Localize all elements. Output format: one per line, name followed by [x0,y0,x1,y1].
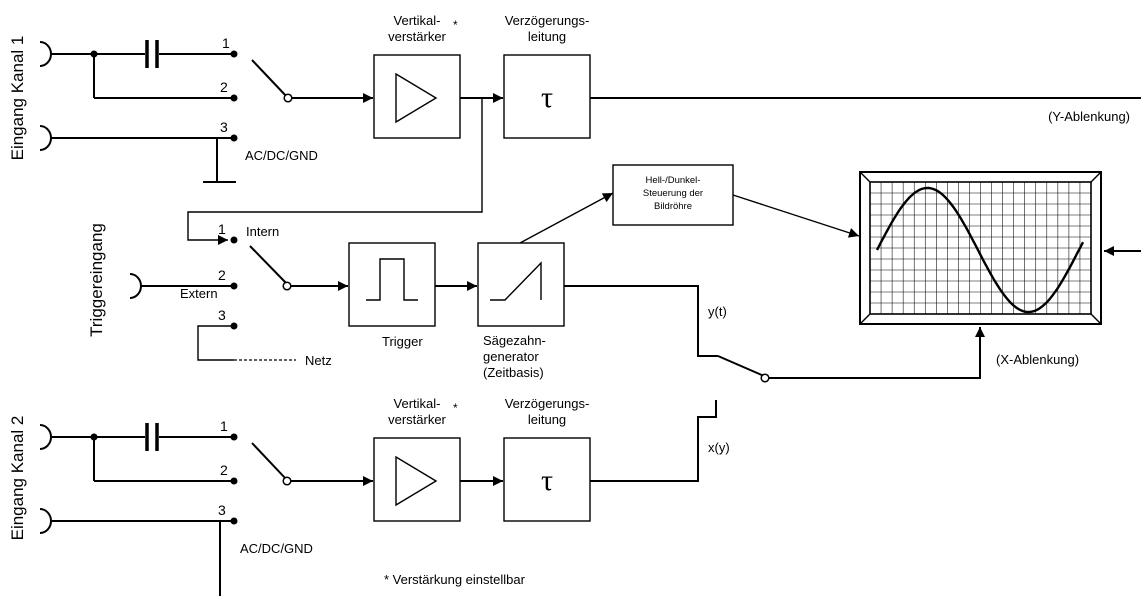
ch2-switch-lever[interactable] [251,442,287,480]
pulse-icon [366,258,418,301]
trig-pos-1: 1 [218,221,226,237]
channel1-input-label: Eingang Kanal 1 [8,36,27,161]
channel2-input-jack-icon [39,424,52,450]
internal-trigger-wire [187,98,483,245]
brightness-to-screen-wire [732,194,860,238]
trigger-label: Trigger [382,334,423,349]
channel2-section: Eingang Kanal 2 1 2 3 AC/DC/GND Vertikal… [8,396,717,596]
ch2-capacitor-icon [145,423,159,451]
ch1-delay-block [503,54,591,139]
ch1-delay-label-2: leitung [528,29,566,44]
trig-switch-lever[interactable] [249,245,288,285]
ch2-contact-1[interactable] [230,433,238,441]
ch2-amp-label-2: verstärker [388,412,446,427]
ch2-switch-pivot [282,476,292,486]
trigger-input-label: Triggereingang [87,223,106,337]
footnote: * Verstärkung einstellbar [384,572,526,587]
trig-pos-2: 2 [218,267,226,283]
channel1-input-jack-icon [39,41,52,67]
mode-switch-lever[interactable] [717,355,765,377]
ch1-pos-3: 3 [220,119,228,135]
ch1-coupling-label: AC/DC/GND [245,148,318,163]
ch2-amplifier-block [373,437,461,522]
y-deflection-label: (Y-Ablenkung) [1048,109,1130,124]
ch2-amp-label-1: Vertikal- [394,396,441,411]
netz-loop-wire [197,325,234,361]
ch1-switch-pivot [283,93,293,103]
ch1-amp-asterisk: * [453,18,458,32]
ch2-delay-block [503,437,591,522]
ch1-contact-2[interactable] [230,94,238,102]
ch1-amp-label-1: Vertikal- [394,13,441,28]
ch1-delay-label-1: Verzögerungs- [505,13,590,28]
ch1-delay-symbol: τ [541,81,553,114]
trig-switch-pivot [282,281,292,291]
xy-label: x(y) [708,440,730,455]
ch2-pos-1: 1 [220,418,228,434]
extern-label: Extern [180,286,218,301]
x-deflection-wire [769,327,985,379]
trigger-input-jack-icon [129,273,142,299]
sawtooth-icon [490,261,542,301]
ch2-to-mode-switch-wire [590,400,717,482]
ch2-pos-3: 3 [218,502,226,518]
ch2-delay-label-2: leitung [528,412,566,427]
channel2-gnd-jack-icon [39,508,52,534]
timebase-wire [564,285,718,357]
channel1-gnd-jack-icon [39,125,52,151]
sawtooth-label-3: (Zeitbasis) [483,365,544,380]
ch1-amp-label-2: verstärker [388,29,446,44]
intern-label: Intern [246,224,279,239]
ch2-coupling-label: AC/DC/GND [240,541,313,556]
ch2-amp-asterisk: * [453,401,458,415]
ch2-delay-symbol: τ [541,464,553,497]
crt-screen [859,171,1141,325]
trig-pos-3: 3 [218,307,226,323]
sawtooth-label-1: Sägezahn- [483,333,546,348]
ch1-capacitor-icon [145,40,159,68]
ch1-pos-2: 2 [220,79,228,95]
ch2-amplifier-icon [395,455,438,507]
brightness-label-2: Steuerung der [643,188,703,199]
ch2-pos-2: 2 [220,462,228,478]
yt-label: y(t) [708,304,727,319]
trigger-block [348,242,436,327]
netz-label: Netz [305,353,332,368]
ch1-pos-1: 1 [222,35,230,51]
sawtooth-to-brightness-wire [519,192,614,244]
x-deflection-label: (X-Ablenkung) [996,352,1079,367]
trigger-section: Triggereingang 1 2 3 Intern Extern Netz … [87,192,718,380]
sine-trace [875,186,1085,314]
ch1-amplifier-icon [395,72,438,124]
trig-contact-1[interactable] [230,236,238,244]
ch2-contact-2[interactable] [230,477,238,485]
mode-switch-pivot [760,373,770,383]
ch2-contact-3[interactable] [230,517,238,525]
ch2-delay-label-1: Verzögerungs- [505,396,590,411]
brightness-label-3: Bildröhre [654,201,692,212]
brightness-section: Hell-/Dunkel- Steuerung der Bildröhre [612,164,860,238]
mode-switch-section: y(t) x(y) (X-Ablenkung) [708,304,1079,455]
trig-contact-2[interactable] [230,282,238,290]
sawtooth-label-2: generator [483,349,539,364]
channel1-section: Eingang Kanal 1 1 2 3 AC/DC/GND Vertikal… [8,13,1141,245]
screen-corner-lines [859,171,1102,325]
channel2-input-label: Eingang Kanal 2 [8,416,27,541]
brightness-label-1: Hell-/Dunkel- [646,175,701,186]
screen-graticule [870,182,1091,314]
ch1-amplifier-block [373,54,461,139]
ch1-contact-3[interactable] [230,134,238,142]
ch1-switch-lever[interactable] [251,59,289,99]
ch1-contact-1[interactable] [230,50,238,58]
